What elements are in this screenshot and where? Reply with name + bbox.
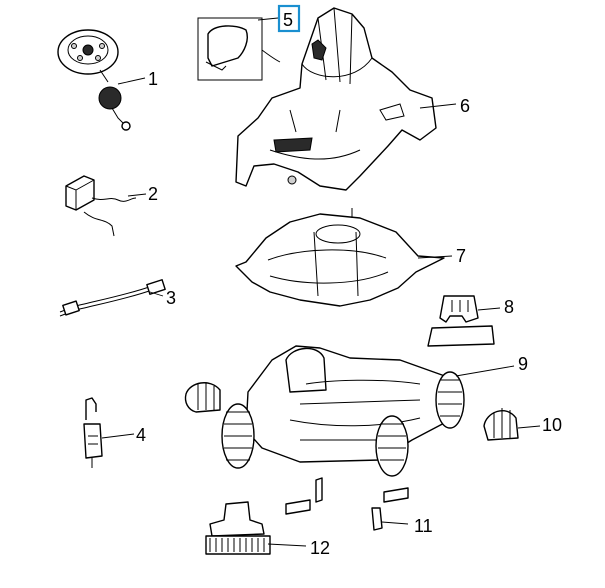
callout-11: 11 — [414, 516, 433, 536]
part-1-swivel-float — [57, 29, 146, 131]
part-4-clip — [83, 397, 135, 468]
callout-6: 6 — [460, 96, 470, 116]
part-6-top-housing — [235, 7, 457, 191]
callout-10: 10 — [542, 415, 562, 435]
callout-1: 1 — [148, 69, 158, 89]
part-7-chassis-plate — [235, 208, 453, 307]
part-2-power-adapter — [65, 175, 147, 237]
wheel-front-left — [221, 403, 255, 469]
part-9-base-chassis — [221, 345, 515, 477]
part-8-blade — [427, 295, 501, 347]
callout-5: 5 — [283, 10, 293, 30]
part-10-wheel-cap — [483, 408, 541, 441]
callout-3: 3 — [166, 288, 176, 308]
callout-12: 12 — [310, 538, 330, 558]
callout-7: 7 — [456, 246, 466, 266]
callout-4: 4 — [136, 425, 146, 445]
wheel-front-right — [375, 415, 409, 477]
callout-2: 2 — [148, 184, 158, 204]
part-11-clips — [285, 477, 409, 531]
callout-8: 8 — [504, 297, 514, 317]
part-12-brush — [205, 501, 307, 555]
part-3-cable — [59, 279, 166, 317]
callout-9: 9 — [518, 354, 528, 374]
wheel-rear-right — [435, 371, 465, 429]
callout-5-highlight-box — [277, 4, 301, 33]
wheel-cap-left — [184, 382, 221, 413]
part-5-cover-flap — [197, 17, 281, 81]
